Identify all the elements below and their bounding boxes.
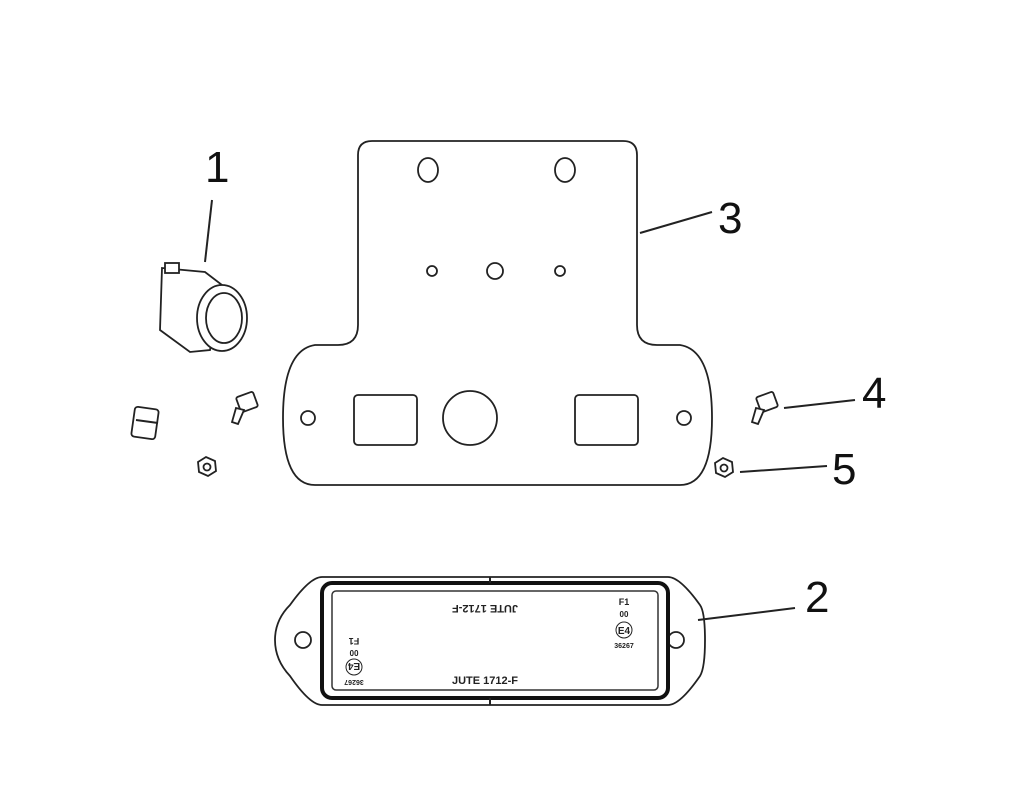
license-plate-lamp: JUTE 1712-F JUTE 1712-F F1 00 E4 36267 3… <box>274 576 706 706</box>
nut-right <box>714 456 734 479</box>
approval-mark: E4 <box>618 626 631 637</box>
approval-number: 36267 <box>614 643 634 650</box>
mark-00-inverted: 00 <box>349 648 358 657</box>
lamp-bulb-holder <box>124 262 248 441</box>
approval-number-inverted: 36267 <box>344 678 364 685</box>
mark-f1: F1 <box>619 597 630 607</box>
callout-3: 3 <box>718 194 742 243</box>
callout-1: 1 <box>205 143 229 192</box>
bolt-left <box>230 391 259 426</box>
lens-model-text-inverted: JUTE 1712-F <box>452 602 518 614</box>
leader-line-2 <box>697 607 796 621</box>
mark-f1-inverted: F1 <box>349 636 360 646</box>
leader-line-1 <box>204 199 213 263</box>
mark-00: 00 <box>620 610 629 619</box>
bolt-right <box>750 391 779 426</box>
nut-left <box>197 455 217 478</box>
lens-model-text: JUTE 1712-F <box>452 675 518 687</box>
callout-5: 5 <box>832 445 856 494</box>
callout-4: 4 <box>862 369 886 418</box>
leader-line-5 <box>739 465 828 473</box>
leader-line-4 <box>783 399 856 409</box>
callout-2: 2 <box>805 573 829 622</box>
leader-line-3 <box>639 211 713 234</box>
mounting-plate <box>282 140 713 486</box>
approval-mark-inverted: E4 <box>347 660 360 671</box>
